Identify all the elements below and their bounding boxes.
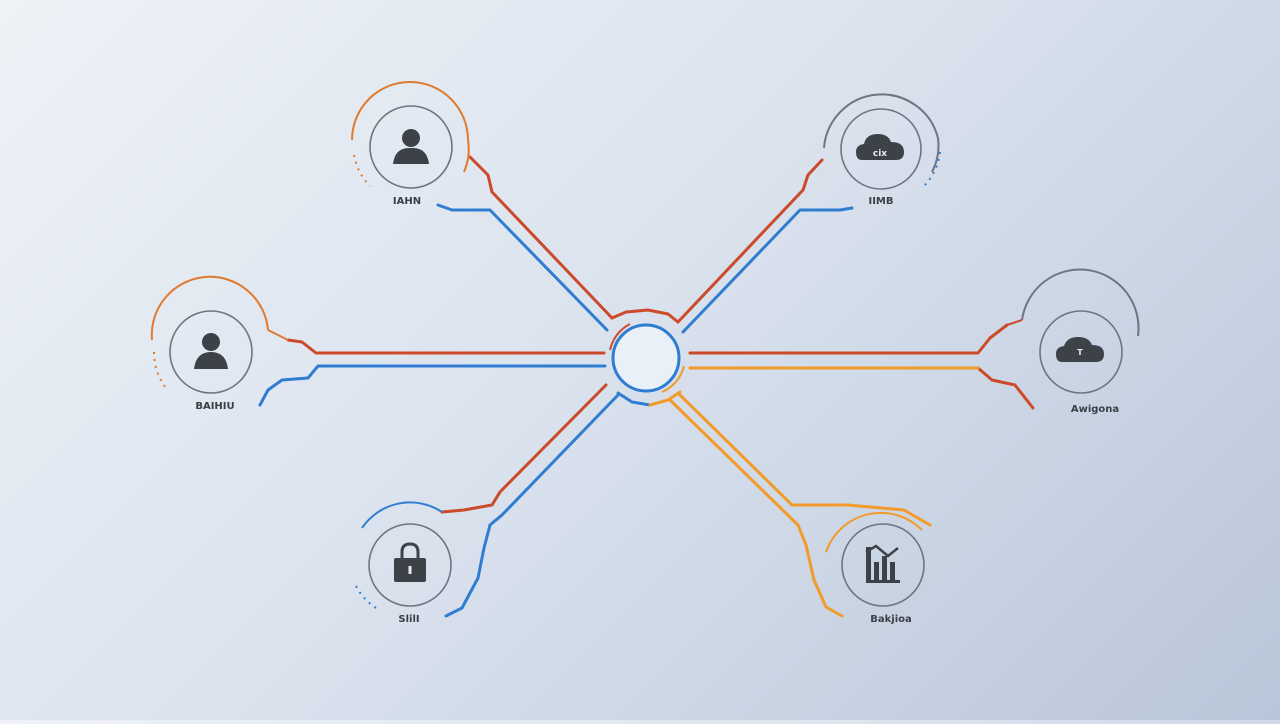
connector-hub-bottom-orange (648, 390, 682, 407)
connector-bottom-left-red (440, 383, 608, 514)
connector-hub-top (610, 308, 680, 324)
node-top-left[interactable]: IAHN (351, 81, 470, 207)
node-dots (353, 154, 371, 187)
hub-arc-orange (661, 365, 685, 393)
connector-top-left-red (468, 155, 614, 320)
node-label: SlilI (398, 614, 419, 625)
node-ring (1039, 310, 1123, 394)
node-mid-left[interactable]: BAIHIU (150, 275, 289, 412)
node-arc (1021, 268, 1140, 337)
connector-mid-left-blue (258, 364, 607, 407)
user-icon (194, 333, 228, 369)
connector-mid-left-red (286, 338, 606, 355)
central-hub (609, 323, 685, 393)
node-label: Awigona (1071, 404, 1119, 415)
node-label: BAIHIU (195, 401, 234, 412)
cloud-icon-text: cix (873, 149, 887, 159)
hub-ring (611, 323, 681, 393)
connector-top-right-red (676, 158, 824, 324)
connector-mid-right-red-lower (976, 366, 1035, 410)
node-bottom-right[interactable]: Bakjioa (825, 511, 925, 625)
node-arc-tail (463, 139, 470, 173)
node-mid-right[interactable]: T Awigona (1006, 268, 1140, 415)
node-top-right[interactable]: cix IIMB (823, 93, 941, 207)
node-arc (825, 511, 923, 553)
cloud-icon-text: T (1077, 348, 1083, 357)
node-ring (369, 105, 453, 189)
connector-bottom-right-orange-lower (668, 398, 844, 618)
connector-mid-right-red (688, 323, 1009, 355)
cloud-icon: T (1056, 337, 1104, 362)
node-arc (361, 501, 443, 529)
user-icon (393, 129, 429, 164)
node-dots (355, 585, 377, 609)
node-label: IAHN (393, 196, 421, 207)
node-ring (169, 310, 253, 394)
node-label: IIMB (868, 196, 893, 207)
connector-top-left-blue (436, 203, 609, 332)
connector-bottom-right-orange (678, 393, 932, 527)
node-arc-tail (1006, 319, 1023, 326)
bar-chart-icon (865, 544, 900, 583)
node-label: Bakjioa (870, 614, 912, 625)
node-arc-tail (267, 329, 289, 341)
node-arc-tail (931, 137, 940, 173)
node-bottom-left[interactable]: SlilI (355, 501, 452, 625)
connector-bottom-left-blue (444, 393, 620, 618)
connector-hub-bottom (616, 391, 652, 407)
node-ring (840, 108, 922, 190)
hub-arc-red (609, 323, 631, 351)
node-ring (368, 523, 452, 607)
node-arc (823, 93, 939, 149)
connectors (258, 155, 1035, 618)
cloud-icon: cix (856, 134, 904, 160)
connector-top-right-blue (681, 206, 854, 334)
lock-icon (394, 542, 426, 582)
node-arc (150, 275, 269, 341)
node-ring (841, 523, 925, 607)
node-dots (923, 151, 941, 187)
node-dots (152, 351, 167, 389)
node-arc (351, 81, 469, 141)
